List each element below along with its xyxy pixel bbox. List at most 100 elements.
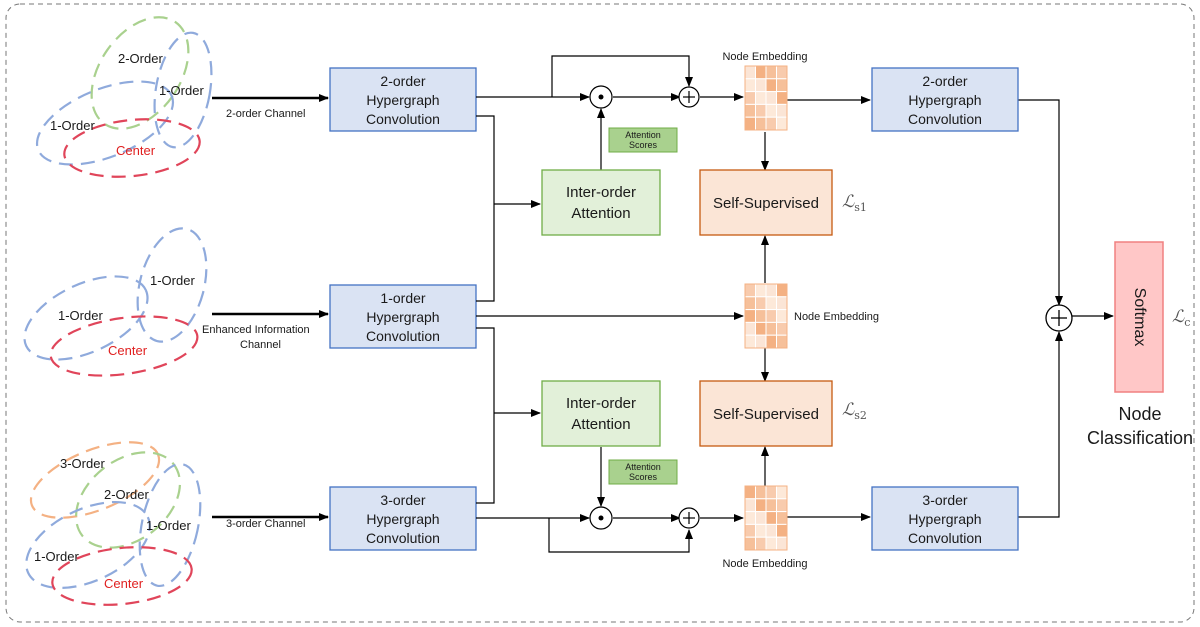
embedding-cell — [765, 91, 777, 105]
softmax-label: Softmax — [1131, 288, 1148, 347]
label-1-order-b: 1-Order — [159, 83, 204, 98]
label-center: Center — [116, 143, 156, 158]
channel-label-middle-2: Channel — [240, 339, 281, 351]
embedding-cell — [776, 511, 788, 525]
embedding-border — [744, 283, 788, 349]
embedding-cell — [744, 523, 756, 538]
oplus-bottom — [678, 507, 700, 529]
embedding-label-middle: Node Embedding — [794, 311, 879, 323]
ellipse-center — [51, 546, 193, 606]
embedding-cell — [755, 511, 767, 525]
ellipse-1-order-left — [23, 275, 149, 361]
embedding-cell — [765, 536, 777, 551]
embedding-cell — [765, 309, 777, 323]
embedding-cell — [755, 91, 767, 105]
channel-label-middle-1: Enhanced Information — [202, 324, 310, 336]
ellipse-1-order-right — [138, 462, 202, 588]
attention-top-line2: Attention — [571, 205, 630, 222]
embedding-cell — [765, 116, 777, 131]
scores-top-line1: Attention — [625, 130, 661, 140]
conv-2-line3: Convolution — [366, 111, 440, 127]
embedding-label-top: Node Embedding — [722, 51, 807, 63]
embedding-cell — [744, 498, 756, 513]
hypergraph-middle — [23, 227, 208, 377]
ellipse-1-order-left — [25, 500, 151, 590]
conv-3-line3: Convolution — [366, 530, 440, 546]
self-supervised-bottom: Self-Supervised — [699, 380, 833, 447]
odot-bottom — [589, 506, 613, 530]
embedding-cell — [765, 65, 777, 80]
attention-box-top: Inter-order Attention — [541, 169, 661, 236]
embedding-cell — [755, 65, 767, 80]
conv-1-line2: Hypergraph — [366, 309, 439, 325]
attention-bottom-line1: Inter-order — [566, 395, 636, 412]
ellipse-2-order — [74, 451, 182, 549]
conv-box-right-2-order: 2-order Hypergraph Convolution — [871, 67, 1019, 132]
attention-scores-top: Attention Scores — [608, 127, 678, 153]
embedding-cell — [776, 309, 788, 323]
conv-1-line3: Convolution — [366, 328, 440, 344]
embedding-border — [744, 65, 788, 131]
scores-bottom-line1: Attention — [625, 462, 661, 472]
embedding-cell — [776, 91, 788, 105]
embedding-cell — [755, 321, 767, 336]
embedding-cell — [765, 296, 777, 311]
ellipse-1-order-left — [35, 80, 175, 166]
label-2-order: 2-Order — [104, 487, 149, 502]
embedding-cell — [765, 78, 777, 93]
odot-top — [589, 85, 613, 109]
embedding-cell — [744, 334, 756, 349]
hypergraph-bottom — [25, 441, 202, 606]
embedding-cell — [755, 498, 767, 513]
embedding-cell — [744, 103, 756, 118]
label-center: Center — [104, 576, 144, 591]
conv-box-2-order: 2-order Hypergraph Convolution — [329, 67, 477, 132]
node-embedding-bottom — [744, 485, 788, 551]
embedding-label-bottom: Node Embedding — [722, 558, 807, 570]
channel-label-bottom: 3-order Channel — [226, 518, 306, 530]
embedding-cell — [755, 116, 767, 131]
embedding-cell — [776, 321, 788, 336]
embedding-cell — [744, 91, 756, 105]
connectors — [476, 55, 1114, 553]
conv-box-1-order: 1-order Hypergraph Convolution — [329, 284, 477, 349]
conv-2-line2: Hypergraph — [366, 92, 439, 108]
embedding-cell — [776, 65, 788, 80]
label-3-order: 3-Order — [60, 456, 105, 471]
embedding-cell — [776, 283, 788, 298]
node-embedding-middle — [744, 283, 788, 349]
label-1-order-a: 1-Order — [58, 308, 103, 323]
embedding-cell — [776, 523, 788, 538]
embedding-cell — [755, 536, 767, 551]
loss-c: ℒc — [1172, 307, 1190, 329]
embedding-cell — [776, 536, 788, 551]
scores-bottom-line2: Scores — [629, 472, 658, 482]
embedding-cell — [765, 485, 777, 500]
embedding-cell — [755, 103, 767, 118]
embedding-cell — [765, 321, 777, 336]
embedding-cell — [744, 309, 756, 323]
conv-1-line1: 1-order — [380, 290, 425, 306]
channel-label-top: 2-order Channel — [226, 108, 306, 120]
rconv-3-line3: Convolution — [908, 530, 982, 546]
self-supervised-top: Self-Supervised — [699, 169, 833, 236]
embedding-cell — [776, 103, 788, 118]
rconv-2-line2: Hypergraph — [908, 92, 981, 108]
label-center: Center — [108, 343, 148, 358]
conv-3-line1: 3-order — [380, 492, 425, 508]
embedding-cell — [744, 511, 756, 525]
conv-3-line2: Hypergraph — [366, 511, 439, 527]
node-embedding-top — [744, 65, 788, 131]
embedding-cell — [744, 116, 756, 131]
embedding-cell — [755, 283, 767, 298]
self-supervised-top-label: Self-Supervised — [713, 195, 819, 212]
label-1-order-b: 1-Order — [150, 273, 195, 288]
ellipse-center — [49, 315, 199, 377]
embedding-cell — [755, 523, 767, 538]
oplus-final — [1045, 304, 1073, 332]
attention-box-bottom: Inter-order Attention — [541, 380, 661, 447]
label-1-order-a: 1-Order — [34, 549, 79, 564]
self-supervised-bottom-label: Self-Supervised — [713, 406, 819, 423]
embedding-cell — [776, 498, 788, 513]
